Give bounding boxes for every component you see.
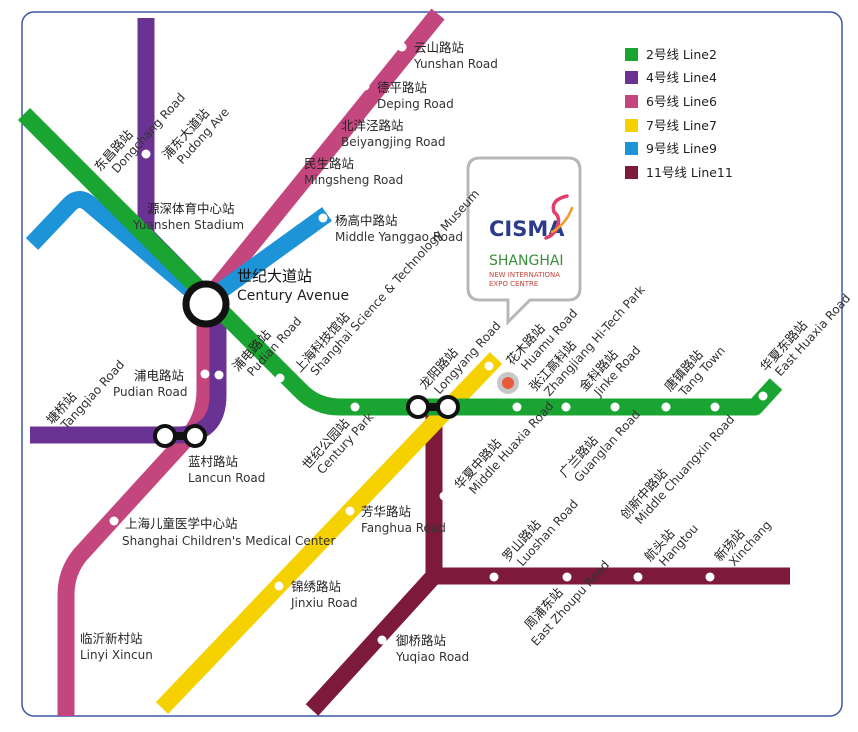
label-pudian-zh: 浦电路站 <box>134 368 184 383</box>
venue-city: SHANGHAI <box>489 253 564 269</box>
label-children-zh: 上海儿童医学中心站 <box>125 516 238 531</box>
label-yuqiao-en: Yuqiao Road <box>395 650 469 664</box>
label-fanghua-zh: 芳华路站 <box>361 504 411 519</box>
label-yuanshen-zh: 源深体育中心站 <box>147 201 235 216</box>
stop-guanglan[interactable] <box>610 402 620 412</box>
line9-track <box>25 191 332 311</box>
label-linyi-zh: 临沂新村站 <box>80 631 143 646</box>
label-beiyangjing-zh: 北洋泾路站 <box>341 118 404 133</box>
stop-zhoupu[interactable] <box>562 572 572 582</box>
label-middle-yanggao-en: Middle Yanggao Road <box>335 230 463 244</box>
label-beiyangjing-en: Beiyangjing Road <box>341 135 445 149</box>
stop-huamu[interactable] <box>484 361 494 371</box>
line11-track <box>305 410 790 716</box>
label-mingsheng-en: Mingsheng Road <box>304 173 403 187</box>
label-chuangxin-en: Middle Chuangxin Road <box>632 412 737 527</box>
legend-swatch-line6 <box>625 95 638 108</box>
venue-brand: CISMA <box>489 217 565 241</box>
stop-century-park[interactable] <box>350 402 360 412</box>
legend-label-line7: 7号线 Line7 <box>646 118 717 133</box>
stop-pudian9[interactable] <box>214 370 224 380</box>
stop-tangzhen[interactable] <box>661 402 671 412</box>
legend-label-line4: 4号线 Line4 <box>646 70 717 85</box>
label-linyi-en: Linyi Xincun <box>80 648 153 662</box>
station-dots <box>109 42 768 645</box>
venue-line1: NEW INTERNATIONA <box>489 271 560 279</box>
label-yuqiao-zh: 御桥路站 <box>396 633 446 648</box>
venue-callout: CISMA SHANGHAI NEW INTERNATIONA EXPO CEN… <box>466 156 582 394</box>
label-children-en: Shanghai Children's Medical Center <box>122 534 335 548</box>
stop-chuangxin[interactable] <box>710 402 720 412</box>
legend-label-line11: 11号线 Line11 <box>646 165 733 180</box>
stop-east-huaxia[interactable] <box>758 391 768 401</box>
stop-deping[interactable] <box>360 81 370 91</box>
stop-shstm[interactable] <box>275 373 285 383</box>
hub-label-zh: 世纪大道站 <box>237 267 312 285</box>
label-jinxiu-en: Jinxiu Road <box>290 596 357 610</box>
station-labels: 云山路站 Yunshan Road 德平路站 Deping Road 北洋泾路站… <box>80 40 498 664</box>
label-middle-yanggao-zh: 杨高中路站 <box>335 213 398 228</box>
cisma-logo-icon <box>544 194 569 240</box>
legend-swatch-line4 <box>625 71 638 84</box>
legend-label-line6: 6号线 Line6 <box>646 94 717 109</box>
label-deping-en: Deping Road <box>377 97 454 111</box>
legend-swatch-line11 <box>625 166 638 179</box>
interchange-longyang[interactable] <box>406 395 460 419</box>
legend-swatch-line2 <box>625 48 638 61</box>
stop-middle-yanggao[interactable] <box>318 213 328 223</box>
callout-box <box>466 156 582 326</box>
label-pudian-en: Pudian Road <box>113 385 187 399</box>
stop-yunshan[interactable] <box>397 42 407 52</box>
line2-track <box>17 107 783 416</box>
legend-label-line2: 2号线 Line2 <box>646 47 717 62</box>
label-mingsheng-zh: 民生路站 <box>304 156 354 171</box>
label-lancun-zh: 蓝村路站 <box>188 454 238 469</box>
interchange-lancun[interactable] <box>153 424 207 448</box>
label-deping-zh: 德平路站 <box>377 80 427 95</box>
cisma-logo-accent-icon <box>550 206 574 234</box>
hub-label-en: Century Avenue <box>237 288 349 304</box>
stop-zhangjiang[interactable] <box>512 402 522 412</box>
interchange-century-avenue[interactable] <box>182 280 230 328</box>
stop-hangtou[interactable] <box>633 572 643 582</box>
label-yuanshen-en: Yuanshen Stadium <box>132 218 244 232</box>
stop-xinchang[interactable] <box>705 572 715 582</box>
stop-mingsheng[interactable] <box>287 158 297 168</box>
stop-luoshan[interactable] <box>489 572 499 582</box>
label-yunshan-zh: 云山路站 <box>414 40 464 55</box>
line7-track <box>155 352 503 714</box>
label-fanghua-en: Fanghua Road <box>361 521 446 535</box>
stop-beiyangjing[interactable] <box>324 120 334 130</box>
legend-swatch-line9 <box>625 142 638 155</box>
legend-label-line9: 9号线 Line9 <box>646 141 717 156</box>
stop-dongchang[interactable] <box>141 149 151 159</box>
legend: 2号线 Line2 4号线 Line4 6号线 Line6 7号线 Line7 … <box>625 47 733 180</box>
stop-yuqiao[interactable] <box>377 635 387 645</box>
stop-middle-huaxia[interactable] <box>439 491 449 501</box>
legend-swatch-line7 <box>625 119 638 132</box>
stop-children[interactable] <box>109 516 119 526</box>
stop-fanghua[interactable] <box>345 506 355 516</box>
stop-pudian[interactable] <box>200 369 210 379</box>
stop-jinxiu[interactable] <box>274 581 284 591</box>
venue-location-dot <box>502 377 514 389</box>
label-jinxiu-zh: 锦绣路站 <box>291 579 341 594</box>
stop-yuanshen[interactable] <box>245 201 255 211</box>
label-lancun-en: Lancun Road <box>188 471 265 485</box>
label-yunshan-en: Yunshan Road <box>413 57 498 71</box>
stop-jinke[interactable] <box>561 402 571 412</box>
venue-line2: EXPO CENTRE <box>489 280 538 288</box>
